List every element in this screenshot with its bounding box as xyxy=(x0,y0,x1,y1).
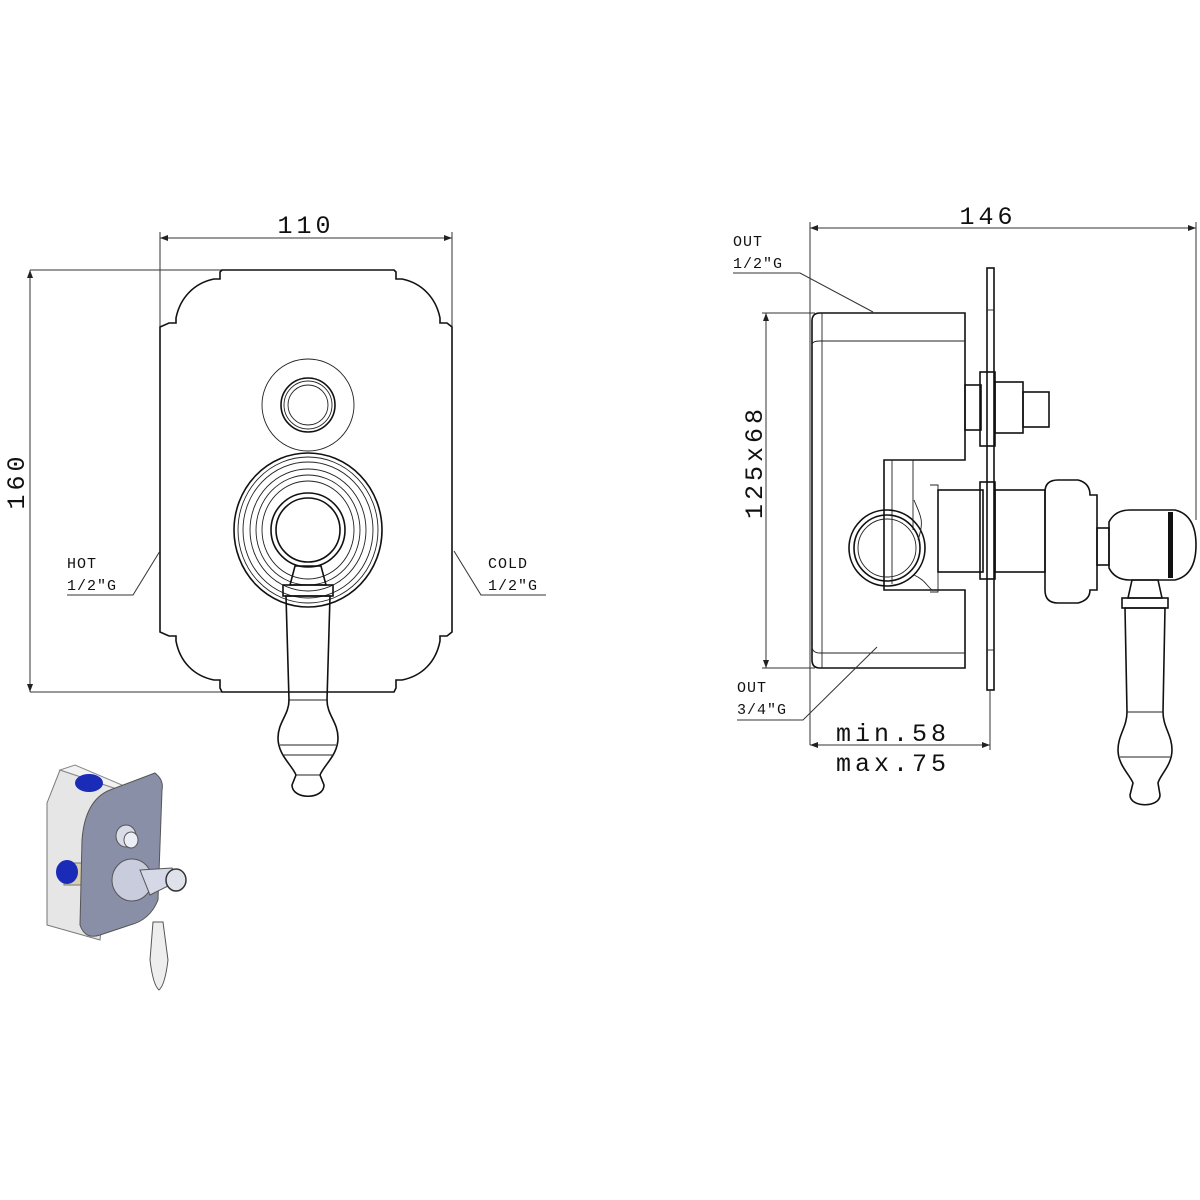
blue-cap-icon xyxy=(56,860,78,884)
max-depth-label: max.75 xyxy=(836,750,950,779)
hot-label: HOT xyxy=(67,556,97,573)
box-dimension-label: 125x68 xyxy=(741,405,770,519)
width-dimension-label: 110 xyxy=(277,212,334,241)
blue-cap-icon xyxy=(75,774,103,792)
hot-size: 1/2"G xyxy=(67,578,117,595)
out-top-callout: OUT 1/2"G xyxy=(733,234,874,313)
side-lever-handle xyxy=(1108,509,1197,806)
height-dimension-label: 160 xyxy=(3,452,32,509)
cover-plate-edge xyxy=(986,267,995,691)
isometric-render xyxy=(46,764,187,991)
mixer-escutcheon xyxy=(233,452,383,608)
out-bottom-label: OUT xyxy=(737,680,767,697)
front-view: 110 160 xyxy=(3,212,546,798)
handle-band xyxy=(1168,512,1173,578)
side-view: 146 125x68 xyxy=(733,203,1197,806)
out-bottom-size: 3/4"G xyxy=(737,702,787,719)
out-top-label: OUT xyxy=(733,234,763,251)
installation-box xyxy=(811,312,966,669)
cold-inlet-callout: COLD 1/2"G xyxy=(453,550,546,596)
diverter-knob xyxy=(261,358,355,452)
depth-dimension: 146 xyxy=(809,203,1197,745)
cold-size: 1/2"G xyxy=(488,578,538,595)
width-dimension: 110 xyxy=(159,212,453,330)
cold-label: COLD xyxy=(488,556,528,573)
min-depth-label: min.58 xyxy=(836,720,950,749)
cover-plate xyxy=(159,269,453,693)
wall-depth-dimension: min.58 max.75 xyxy=(810,690,991,779)
diverter-spindle xyxy=(964,371,1050,447)
height-dimension: 160 xyxy=(3,269,222,693)
box-dimension: 125x68 xyxy=(741,312,815,669)
out-bottom-callout: OUT 3/4"G xyxy=(737,646,878,721)
depth-dimension-label: 146 xyxy=(959,203,1016,232)
mixer-body xyxy=(937,479,1110,604)
out-top-size: 1/2"G xyxy=(733,256,783,273)
lever-handle xyxy=(277,565,339,798)
hot-inlet-callout: HOT 1/2"G xyxy=(67,550,161,596)
